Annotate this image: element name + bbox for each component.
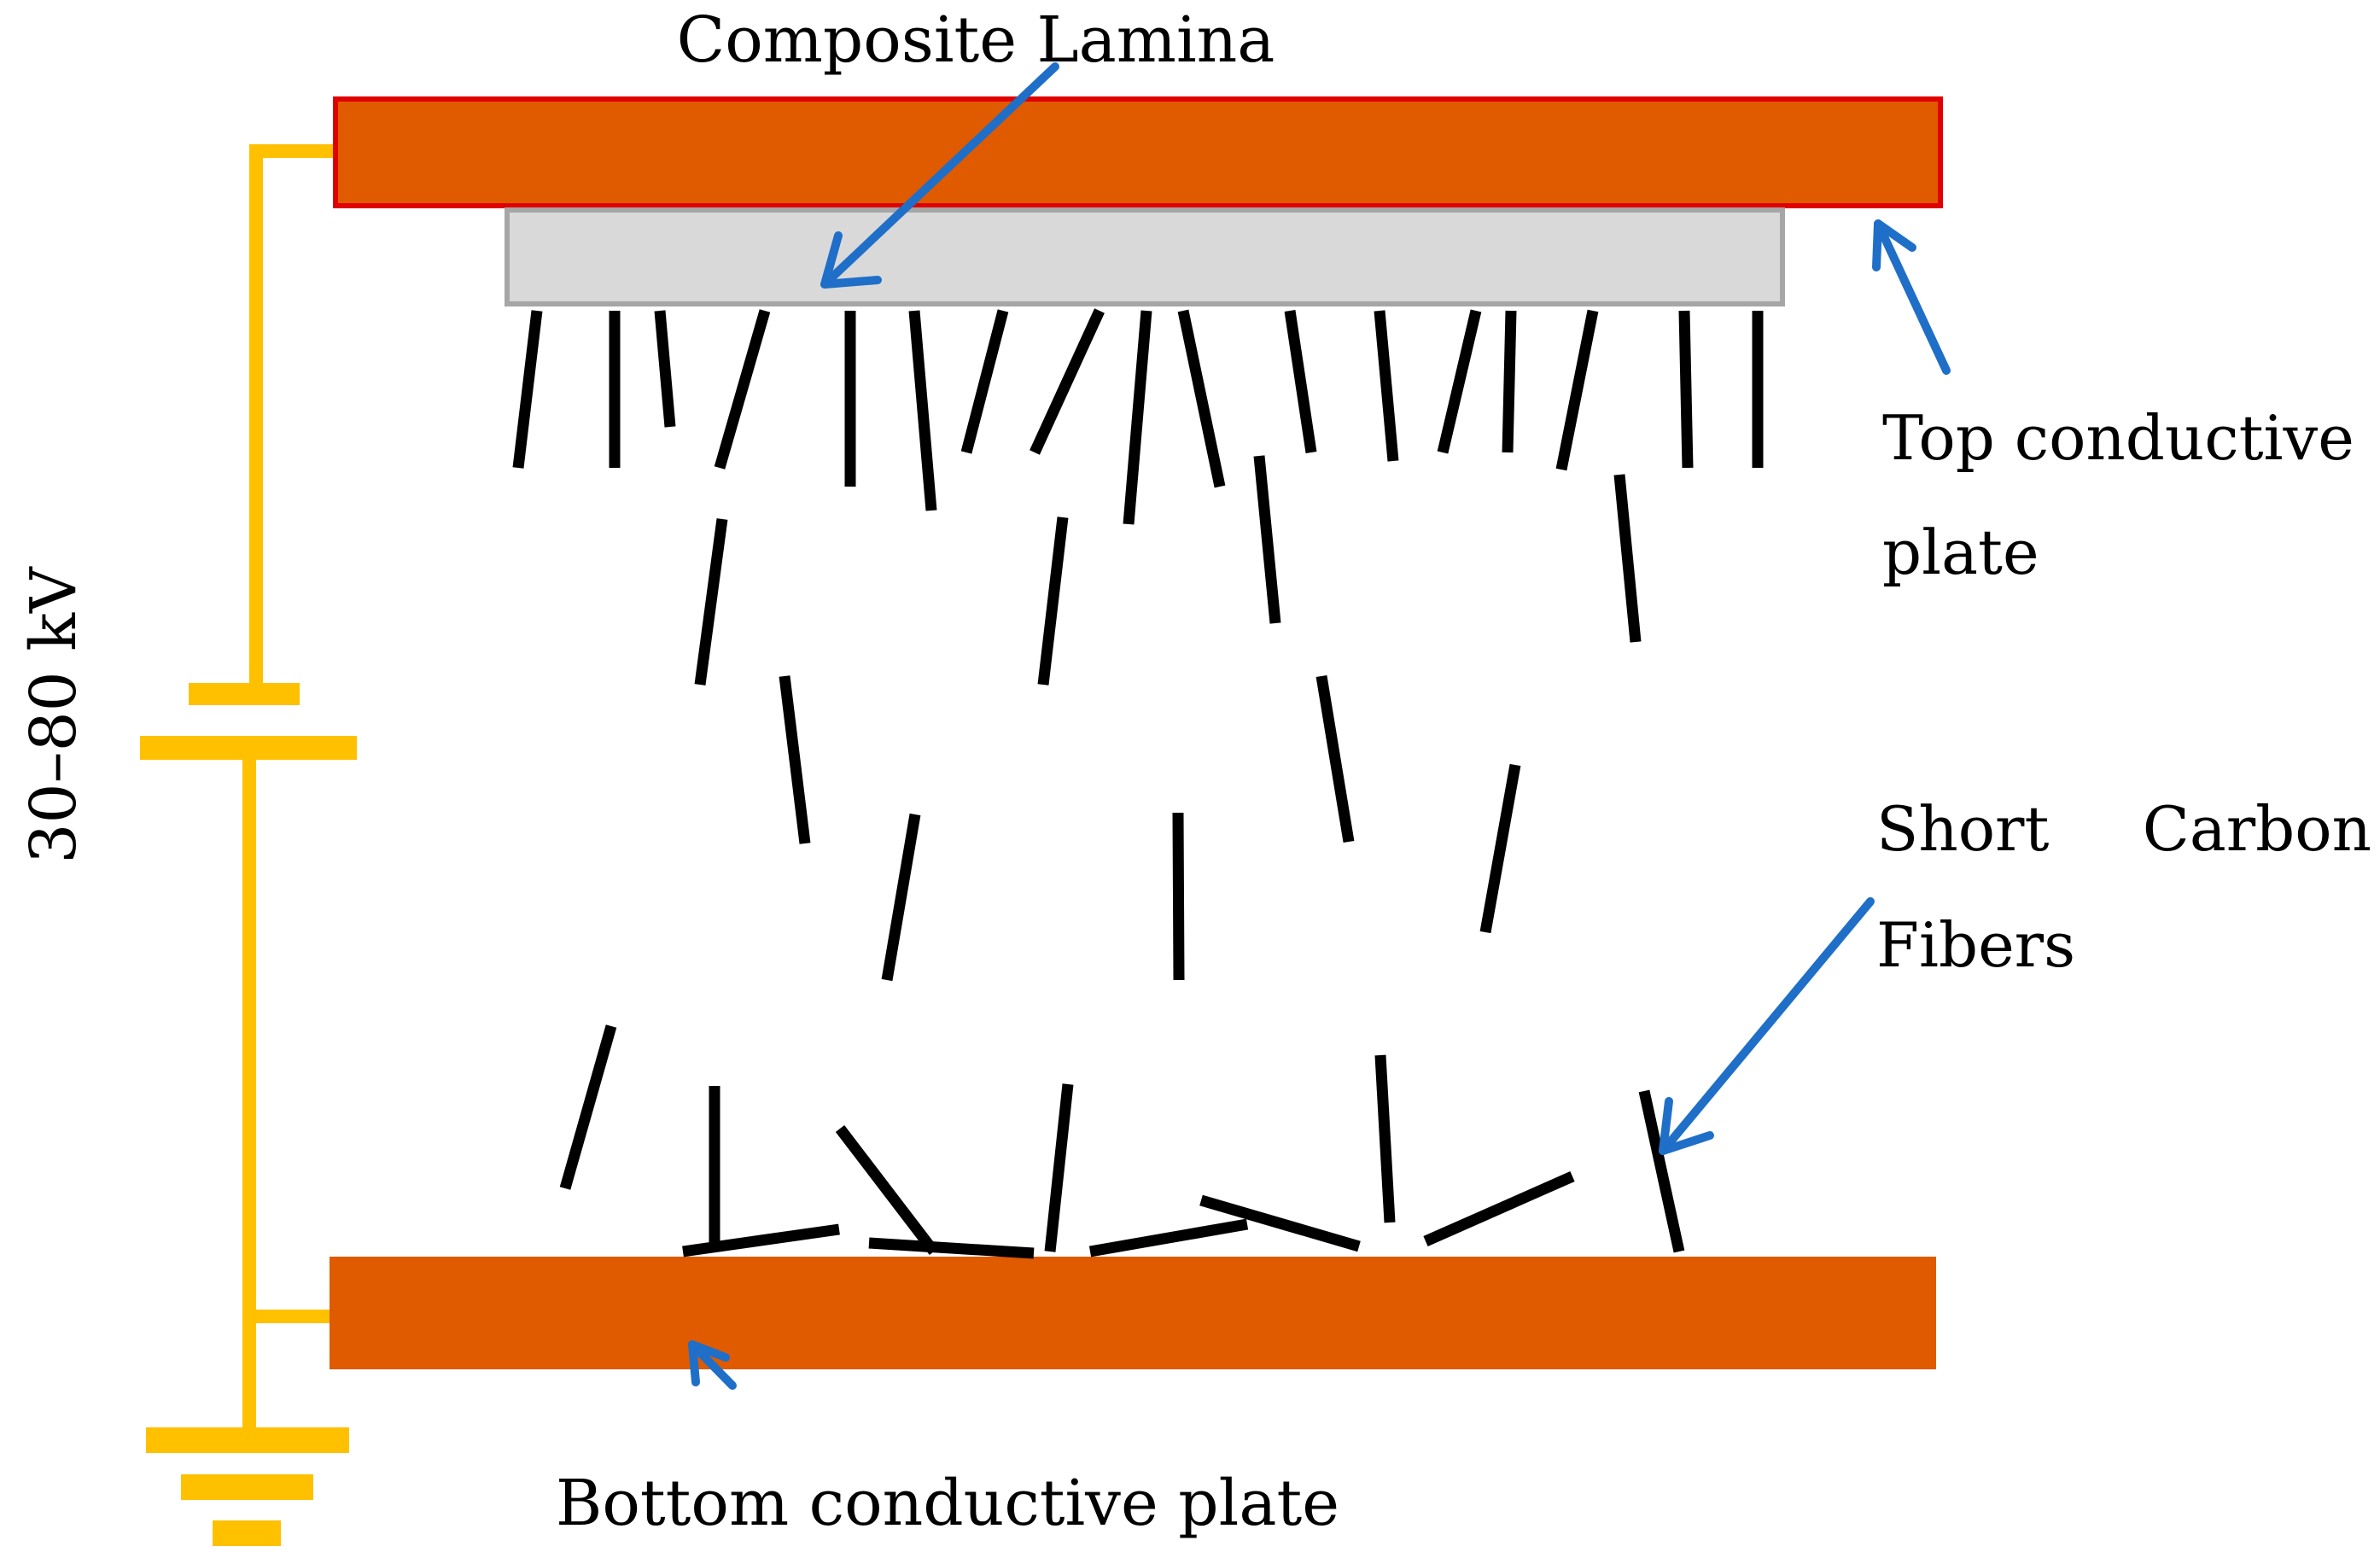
carbon-fiber	[714, 309, 771, 470]
label-top-plate-line1: Top conductive	[1882, 402, 2354, 474]
battery-symbol	[140, 683, 357, 760]
label-fibers-word1: Short	[1876, 793, 2049, 865]
carbon-fiber	[1037, 516, 1069, 686]
carbon-fiber	[654, 310, 676, 428]
carbon-fiber	[1479, 763, 1521, 934]
battery-short-plate	[189, 683, 300, 705]
carbon-fiber	[868, 1237, 1035, 1259]
pointer-arrows	[688, 62, 1951, 1390]
carbon-fiber	[960, 309, 1009, 454]
carbon-fiber	[908, 310, 937, 511]
battery-long-plate	[140, 736, 357, 760]
short-carbon-fibers	[512, 308, 1764, 1259]
carbon-fiber	[881, 813, 921, 982]
carbon-fiber	[1638, 1089, 1685, 1253]
carbon-fiber	[1172, 812, 1185, 981]
lamina-arrow	[820, 62, 1059, 289]
label-voltage: 30–80 kV	[17, 566, 90, 864]
carbon-fiber	[1613, 474, 1642, 643]
ground-symbol	[146, 1427, 349, 1546]
carbon-fiber	[1678, 310, 1694, 469]
bottom-plate-arrow	[688, 1340, 737, 1390]
carbon-fiber	[1502, 310, 1517, 453]
carbon-fiber	[1437, 309, 1482, 454]
ground-bar-3	[213, 1520, 281, 1546]
label-composite-lamina: Composite Lamina	[677, 3, 1275, 77]
carbon-fiber	[1088, 1218, 1249, 1257]
carbon-fiber	[1374, 310, 1399, 462]
carbon-fiber	[1030, 308, 1105, 455]
fibers-arrow	[1659, 897, 1875, 1155]
carbon-fiber	[1199, 1194, 1361, 1252]
carbon-fiber	[512, 310, 543, 469]
wire-top	[249, 144, 335, 689]
ground-bar-1	[146, 1427, 349, 1453]
carbon-fiber	[1284, 310, 1317, 453]
carbon-fiber	[1315, 674, 1355, 843]
carbon-fiber	[1253, 455, 1281, 624]
carbon-fiber	[779, 675, 811, 844]
carbon-fiber	[1374, 1054, 1396, 1223]
circuit-wiring	[242, 144, 335, 1437]
label-fibers-word2: Carbon	[2143, 793, 2371, 865]
label-bottom-plate: Bottom conductive plate	[556, 1467, 1339, 1540]
carbon-fiber	[682, 1223, 840, 1257]
composite-lamina	[505, 207, 1785, 306]
carbon-fiber	[1123, 310, 1152, 525]
carbon-fiber	[559, 1024, 617, 1190]
carbon-fiber	[1555, 309, 1599, 471]
carbon-fiber	[835, 1125, 939, 1255]
label-top-plate-line2: plate	[1882, 516, 2039, 588]
carbon-fiber	[694, 518, 728, 686]
carbon-fiber	[1177, 309, 1226, 488]
label-fibers-line2: Fibers	[1876, 909, 2075, 981]
carbon-fiber	[1044, 1083, 1074, 1252]
top-plate-arrow	[1872, 219, 1951, 375]
ground-bar-2	[181, 1474, 313, 1500]
top-conductive-plate	[333, 96, 1943, 208]
bottom-conductive-plate	[330, 1257, 1936, 1369]
carbon-fiber	[1423, 1171, 1575, 1246]
